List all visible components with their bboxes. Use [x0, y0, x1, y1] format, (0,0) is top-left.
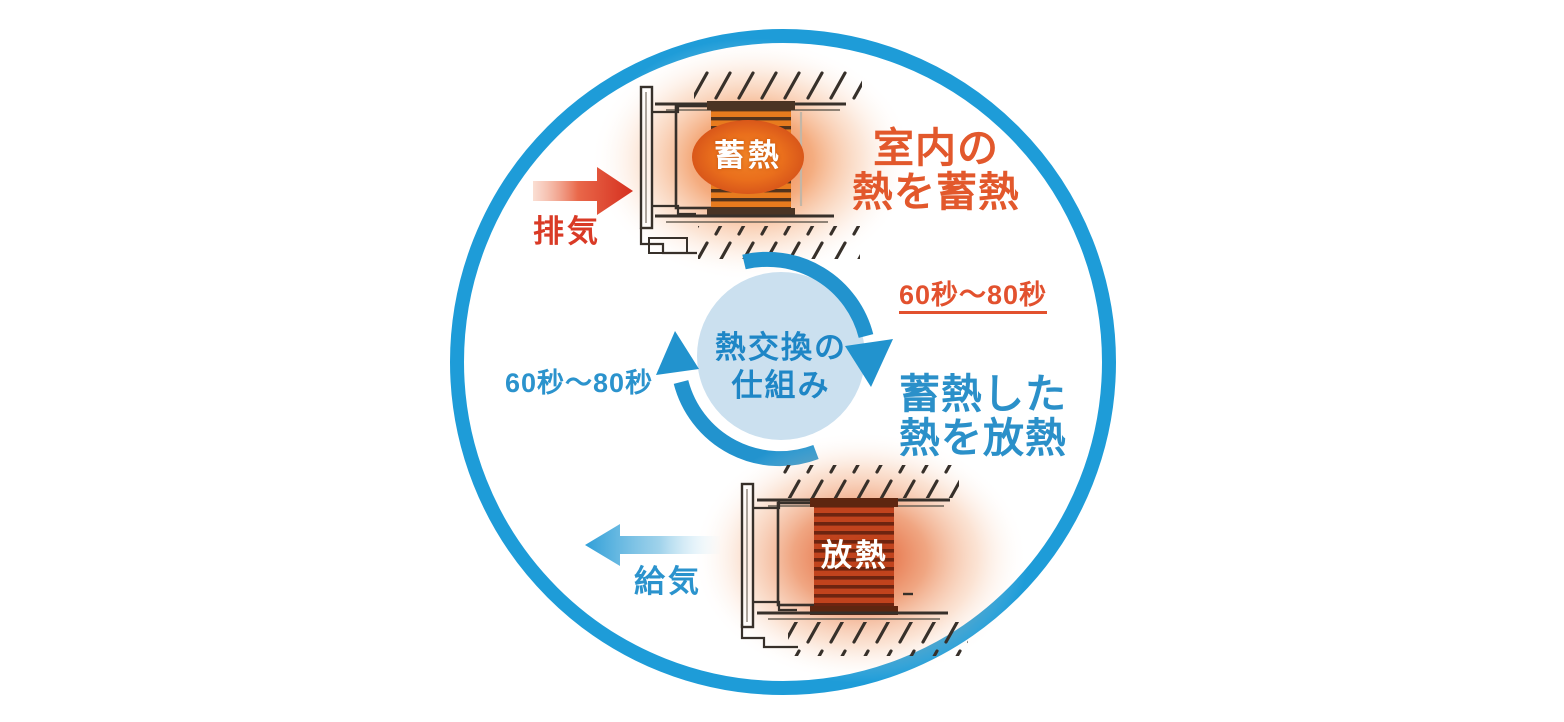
release-heading-line2: 熱を放熱 — [899, 415, 1067, 462]
wall-hatch-bottom-upper — [779, 465, 959, 498]
storage-heading: 室内の 熱を蓄熱 — [845, 126, 1027, 215]
exhaust-air-label: 排気 — [533, 214, 601, 249]
center-title-line1: 熱交換の — [715, 330, 847, 365]
release-heading: 蓄熱した 熱を放熱 — [898, 372, 1068, 461]
outer-cycle-ring — [450, 29, 1116, 695]
storage-heading-line2: 熱を蓄熱 — [852, 169, 1020, 216]
exhaust-arrow-icon — [533, 167, 633, 215]
wall-hatch-top — [694, 66, 862, 100]
release-heading-line1: 蓄熱した — [899, 371, 1067, 417]
cycle-duration-right: 60秒〜80秒 — [899, 281, 1048, 315]
wall-hatch-bottom-lower — [788, 622, 968, 656]
storage-core-label: 蓄熱 — [714, 138, 782, 173]
center-title: 熱交換の 仕組み — [696, 329, 866, 405]
supply-arrow-icon — [585, 524, 720, 566]
heat-storage-unit-illustration — [590, 38, 914, 282]
heat-release-unit-illustration — [692, 431, 1028, 683]
release-core-label: 放熱 — [821, 538, 889, 573]
cycle-duration-left: 60秒〜80秒 — [505, 368, 654, 398]
center-circle — [697, 272, 865, 440]
storage-heading-line1: 室内の — [873, 125, 999, 171]
cycle-arrowhead-left — [656, 331, 699, 375]
cycle-arrowhead-right — [845, 339, 893, 387]
storage-hotspot — [692, 120, 804, 194]
supply-air-label: 給気 — [634, 564, 702, 599]
center-title-line2: 仕組み — [731, 367, 831, 403]
